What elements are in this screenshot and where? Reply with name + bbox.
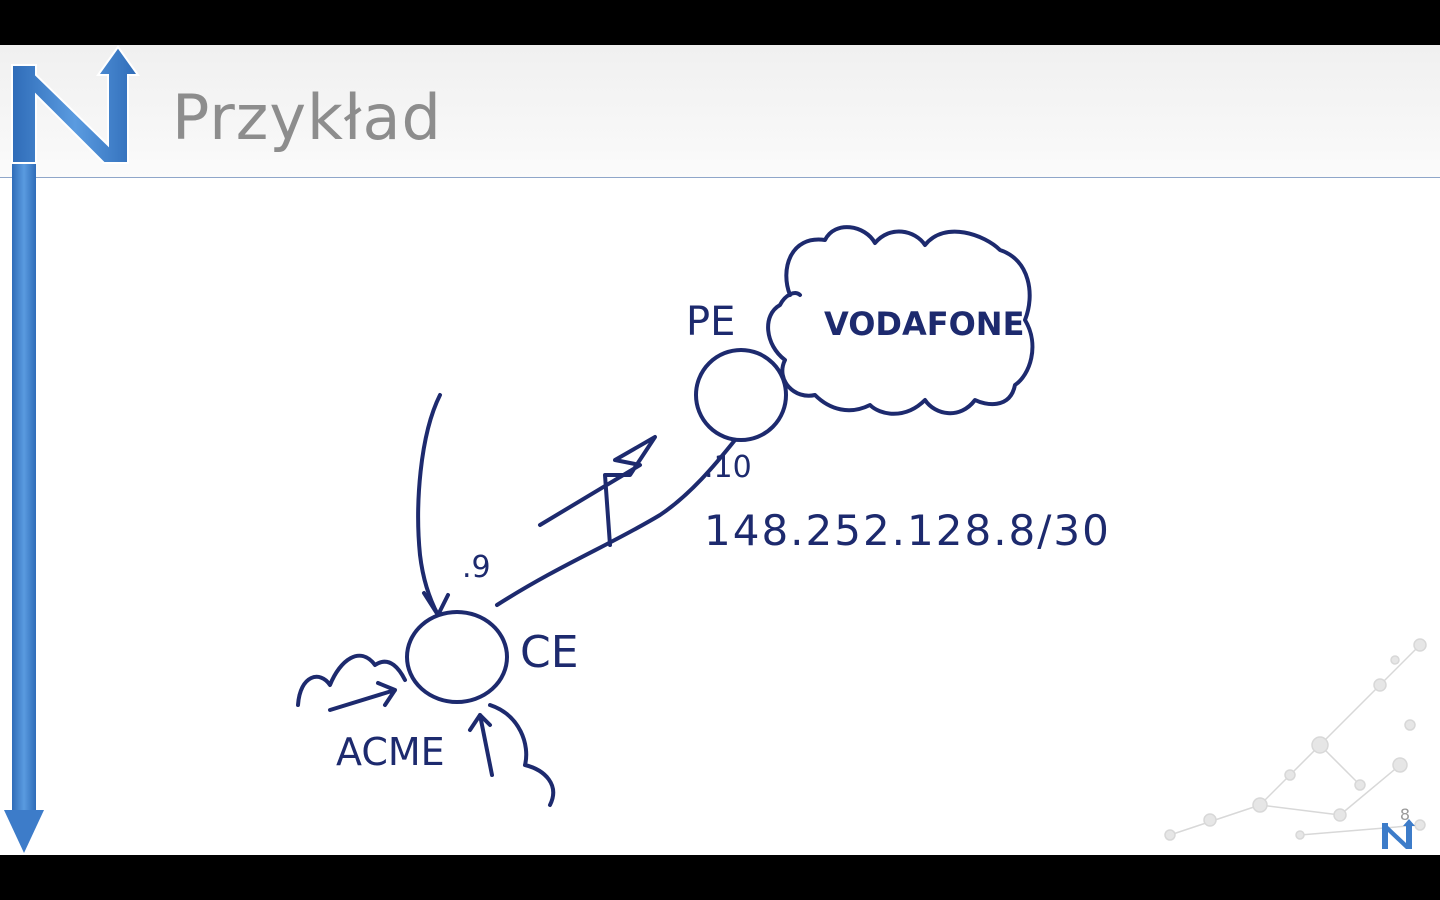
slide: Przykład <box>0 45 1440 855</box>
ce-router-node <box>405 610 509 704</box>
letterbox-bottom <box>0 855 1440 900</box>
pe-ip-suffix: .10 <box>704 450 752 485</box>
ce-label: CE <box>520 627 579 678</box>
n-arrow-logo-icon <box>4 45 140 853</box>
pe-router-node <box>694 348 788 442</box>
customer-label: ACME <box>336 730 445 774</box>
incoming-arrow-top <box>416 393 442 617</box>
acme-squiggle-right <box>488 703 556 807</box>
cloud-provider-label: VODAFONE <box>824 305 1024 343</box>
slide-header: Przykład <box>0 45 1440 178</box>
slide-title: Przykład <box>172 81 442 154</box>
incoming-arrowhead-top <box>422 591 450 617</box>
traffic-direction-arrow <box>538 435 657 547</box>
subnet-label: 148.252.128.8/30 <box>704 506 1111 555</box>
acme-arrow-left <box>328 681 397 712</box>
pe-label: PE <box>686 299 735 345</box>
acme-squiggle-left <box>296 653 407 707</box>
letterbox-top <box>0 0 1440 45</box>
corner-logo-icon <box>1382 819 1415 849</box>
network-decoration <box>1164 638 1427 841</box>
acme-arrow-up <box>468 713 494 777</box>
page-number: 8 <box>1399 805 1410 824</box>
network-diagram: PE CE VODAFONE ACME .10 .9 148.252.128.8… <box>296 225 1427 841</box>
ce-ip-suffix: .9 <box>462 550 491 585</box>
ce-pe-link <box>495 438 737 607</box>
